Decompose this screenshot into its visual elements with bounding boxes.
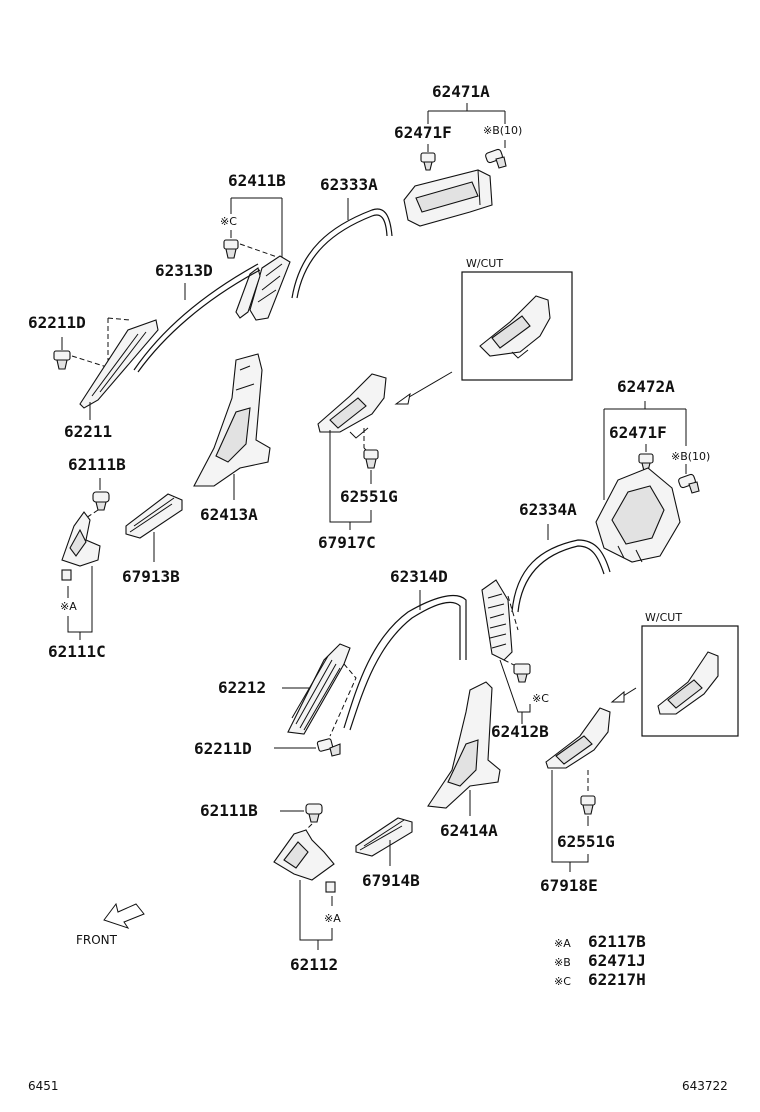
label-67914B[interactable]: 67914B <box>362 871 420 890</box>
part-62414A-pillar-lower <box>427 681 501 809</box>
label-62551G-bottom[interactable]: 62551G <box>557 832 615 851</box>
clip-A-left <box>61 569 72 581</box>
note-C-top: ※C <box>220 215 237 228</box>
label-62471F-top[interactable]: 62471F <box>394 123 452 142</box>
clip-C-right <box>513 663 531 683</box>
part-67918E-scuff-plate <box>545 707 611 769</box>
part-62334A-weatherstrip <box>511 539 611 613</box>
legend-mark-C: ※C <box>554 975 571 988</box>
part-62412B-pillar-trim <box>481 579 513 661</box>
legend-mark-A: ※A <box>554 937 571 950</box>
part-62211-a-pillar-garnish <box>79 319 159 409</box>
clip-62111B-top <box>92 491 110 511</box>
part-62472A-quarter-trim <box>595 467 681 563</box>
part-62413A-pillar-lower <box>193 353 271 487</box>
wcut-part-right <box>657 651 719 715</box>
legend-mark-B: ※B <box>554 956 571 969</box>
label-62211D-top[interactable]: 62211D <box>28 313 86 332</box>
footer-page-code: 6451 <box>28 1079 59 1093</box>
clip-B10-right <box>678 473 700 494</box>
label-62333A[interactable]: 62333A <box>320 175 378 194</box>
label-62471A[interactable]: 62471A <box>432 82 490 101</box>
label-62211D-bottom[interactable]: 62211D <box>194 739 252 758</box>
label-62551G-top[interactable]: 62551G <box>340 487 398 506</box>
label-62111B-bottom[interactable]: 62111B <box>200 801 258 820</box>
clip-A-bottom <box>325 881 336 893</box>
label-67913B[interactable]: 67913B <box>122 567 180 586</box>
part-67914B-step-cover <box>355 817 413 857</box>
clip-62211D-bottom <box>316 738 341 757</box>
label-62111B-top[interactable]: 62111B <box>68 455 126 474</box>
label-62413A[interactable]: 62413A <box>200 505 258 524</box>
clip-62111B-bottom <box>305 803 323 823</box>
label-62314D[interactable]: 62314D <box>390 567 448 586</box>
label-62313D[interactable]: 62313D <box>155 261 213 280</box>
clip-62211D-top <box>53 350 71 370</box>
note-B10-right: ※B(10) <box>671 450 710 463</box>
part-62212-pillar-garnish <box>287 643 351 735</box>
part-62112-cowl-side-trim <box>273 829 335 881</box>
note-A-left: ※A <box>60 600 77 613</box>
wcut-label-right: W/CUT <box>645 611 682 624</box>
clip-62551G-bottom <box>580 795 596 815</box>
legend: ※A 62117B ※B 62471J ※C 62217H <box>554 932 646 989</box>
legend-part-B[interactable]: 62471J <box>588 951 646 970</box>
note-A-bottom: ※A <box>324 912 341 925</box>
part-67917C-scuff-plate <box>317 373 387 439</box>
label-62412B[interactable]: 62412B <box>491 722 549 741</box>
part-62111C-cowl-side-trim <box>61 511 101 567</box>
label-62414A[interactable]: 62414A <box>440 821 498 840</box>
label-62334A[interactable]: 62334A <box>519 500 577 519</box>
part-62314D-weatherstrip <box>343 594 467 729</box>
part-62333A-weatherstrip <box>291 208 393 299</box>
part-62313D-weatherstrip <box>133 263 259 371</box>
legend-part-A[interactable]: 62117B <box>588 932 646 951</box>
clip-62471F-top <box>420 152 436 171</box>
label-62472A[interactable]: 62472A <box>617 377 675 396</box>
label-62112[interactable]: 62112 <box>290 955 338 974</box>
label-62471F-right[interactable]: 62471F <box>609 423 667 442</box>
note-C-right: ※C <box>532 692 549 705</box>
clip-C-top <box>223 239 239 259</box>
label-67918E[interactable]: 67918E <box>540 876 598 895</box>
label-62212[interactable]: 62212 <box>218 678 266 697</box>
legend-part-C[interactable]: 62217H <box>588 970 646 989</box>
label-62211[interactable]: 62211 <box>64 422 112 441</box>
part-62411B-pillar-upper <box>249 255 291 321</box>
part-62411B-pillar-trim <box>235 267 261 319</box>
label-62411B[interactable]: 62411B <box>228 171 286 190</box>
clip-B10-top <box>485 148 507 169</box>
label-62111C[interactable]: 62111C <box>48 642 106 661</box>
footer-figure-id: 643722 <box>682 1079 728 1093</box>
clip-62551G-top <box>363 449 379 469</box>
label-67917C[interactable]: 67917C <box>318 533 376 552</box>
part-67913B-step-cover <box>125 493 183 539</box>
wcut-label-top: W/CUT <box>466 257 503 270</box>
part-62471A-garnish <box>403 169 493 227</box>
clip-62471F-right <box>638 453 654 472</box>
front-arrow-icon <box>103 902 145 929</box>
wcut-part-top <box>479 295 551 359</box>
note-B10-top: ※B(10) <box>483 124 522 137</box>
front-label: FRONT <box>76 933 118 947</box>
